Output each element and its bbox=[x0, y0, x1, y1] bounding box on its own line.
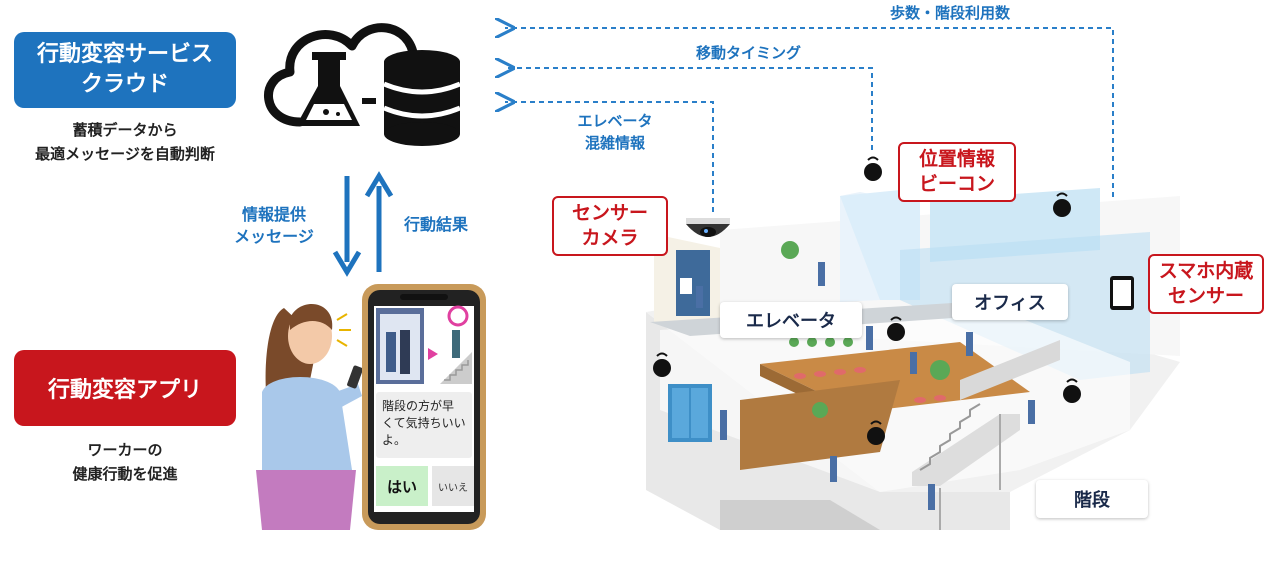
up-arrow bbox=[364, 171, 394, 272]
database-icon bbox=[383, 50, 461, 146]
phone-message-line2: くて気持ちいい bbox=[382, 416, 466, 430]
sensor-camera-label: センサー カメラ bbox=[552, 196, 668, 256]
camera-icon bbox=[686, 218, 730, 237]
sensor-camera-line1: センサー bbox=[571, 202, 648, 224]
app-caption: ワーカーの 健康行動を促進 bbox=[40, 438, 210, 486]
sensor-camera-line2: カメラ bbox=[581, 227, 639, 249]
elevator-flow-line bbox=[505, 102, 714, 212]
elevator-flow-line1: エレベータ bbox=[577, 112, 653, 130]
cloud-service-title: 行動変容サービス クラウド bbox=[14, 32, 236, 108]
timing-flow-label: 移動タイミング bbox=[696, 44, 802, 62]
beacon-label: 位置情報 ビーコン bbox=[898, 142, 1016, 202]
steps-flow-line bbox=[505, 28, 1114, 278]
down-arrow bbox=[332, 176, 362, 277]
phone-message-line1: 階段の方が早 bbox=[382, 399, 455, 413]
yes-button[interactable]: はい bbox=[386, 477, 417, 496]
elevator-area-label: エレベータ bbox=[720, 302, 862, 338]
cloud-caption: 蓄積データから 最適メッセージを自動判断 bbox=[0, 118, 250, 166]
cloud-title-line2: クラウド bbox=[80, 72, 169, 97]
phone-sensor-label: スマホ内蔵 センサー bbox=[1148, 254, 1264, 314]
beacon-line1: 位置情報 bbox=[918, 148, 995, 170]
action-result-label: 行動結果 bbox=[404, 215, 469, 234]
info-message-line1: 情報提供 bbox=[241, 205, 306, 224]
phone-message: 階段の方が早 くて気持ちいい よ。 bbox=[382, 398, 468, 449]
app-caption-line1: ワーカーの bbox=[87, 441, 163, 459]
stairs-area-label: 階段 bbox=[1036, 480, 1148, 518]
no-button[interactable]: いいえ bbox=[438, 482, 468, 494]
phone-sensor-line2: センサー bbox=[1167, 285, 1244, 307]
steps-flow-label: 歩数・階段利用数 bbox=[890, 4, 1011, 22]
cloud-caption-line2: 最適メッセージを自動判断 bbox=[35, 145, 215, 163]
building-illustration bbox=[646, 188, 1180, 530]
app-title: 行動変容アプリ bbox=[14, 350, 236, 426]
app-caption-line2: 健康行動を促進 bbox=[72, 465, 178, 483]
beacon-icons bbox=[653, 156, 1081, 445]
worker-illustration bbox=[256, 304, 363, 530]
office-area-label: オフィス bbox=[952, 284, 1068, 320]
info-message-label: 情報提供 メッセージ bbox=[214, 204, 334, 248]
info-message-line2: メッセージ bbox=[234, 227, 314, 246]
timing-flow-line bbox=[505, 68, 873, 150]
phone-message-line3: よ。 bbox=[382, 433, 407, 447]
cloud-caption-line1: 蓄積データから bbox=[72, 121, 178, 139]
beacon-line2: ビーコン bbox=[918, 173, 995, 195]
elevator-flow-label: エレベータ 混雑情報 bbox=[560, 110, 670, 154]
elevator-flow-line2: 混雑情報 bbox=[584, 134, 645, 152]
smartphone bbox=[362, 284, 486, 530]
cloud-title-line1: 行動変容サービス bbox=[36, 42, 213, 67]
phone-sensor-line1: スマホ内蔵 bbox=[1158, 260, 1254, 282]
flask-icon bbox=[296, 52, 376, 126]
